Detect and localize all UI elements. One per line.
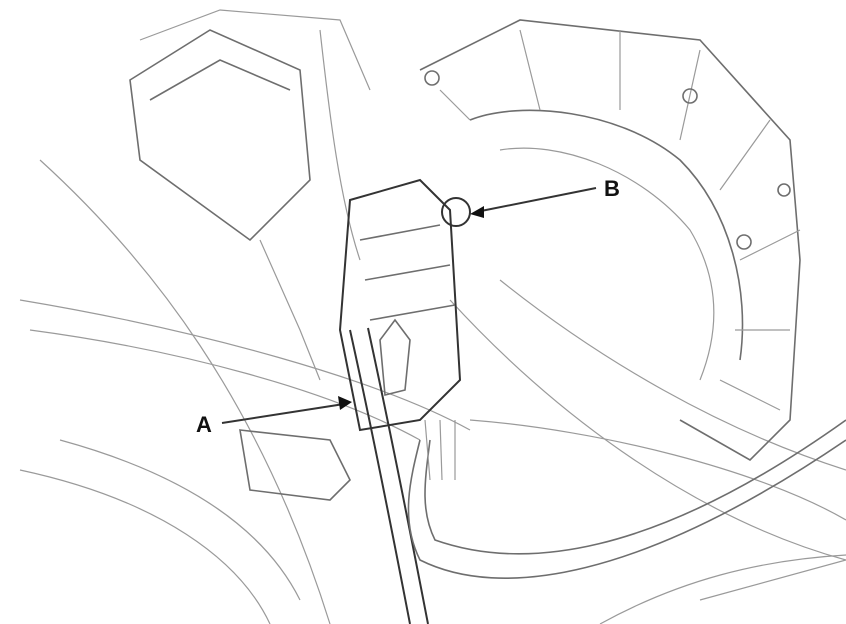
callout-label-b: B xyxy=(604,176,620,201)
callout-label-a: A xyxy=(196,412,212,437)
